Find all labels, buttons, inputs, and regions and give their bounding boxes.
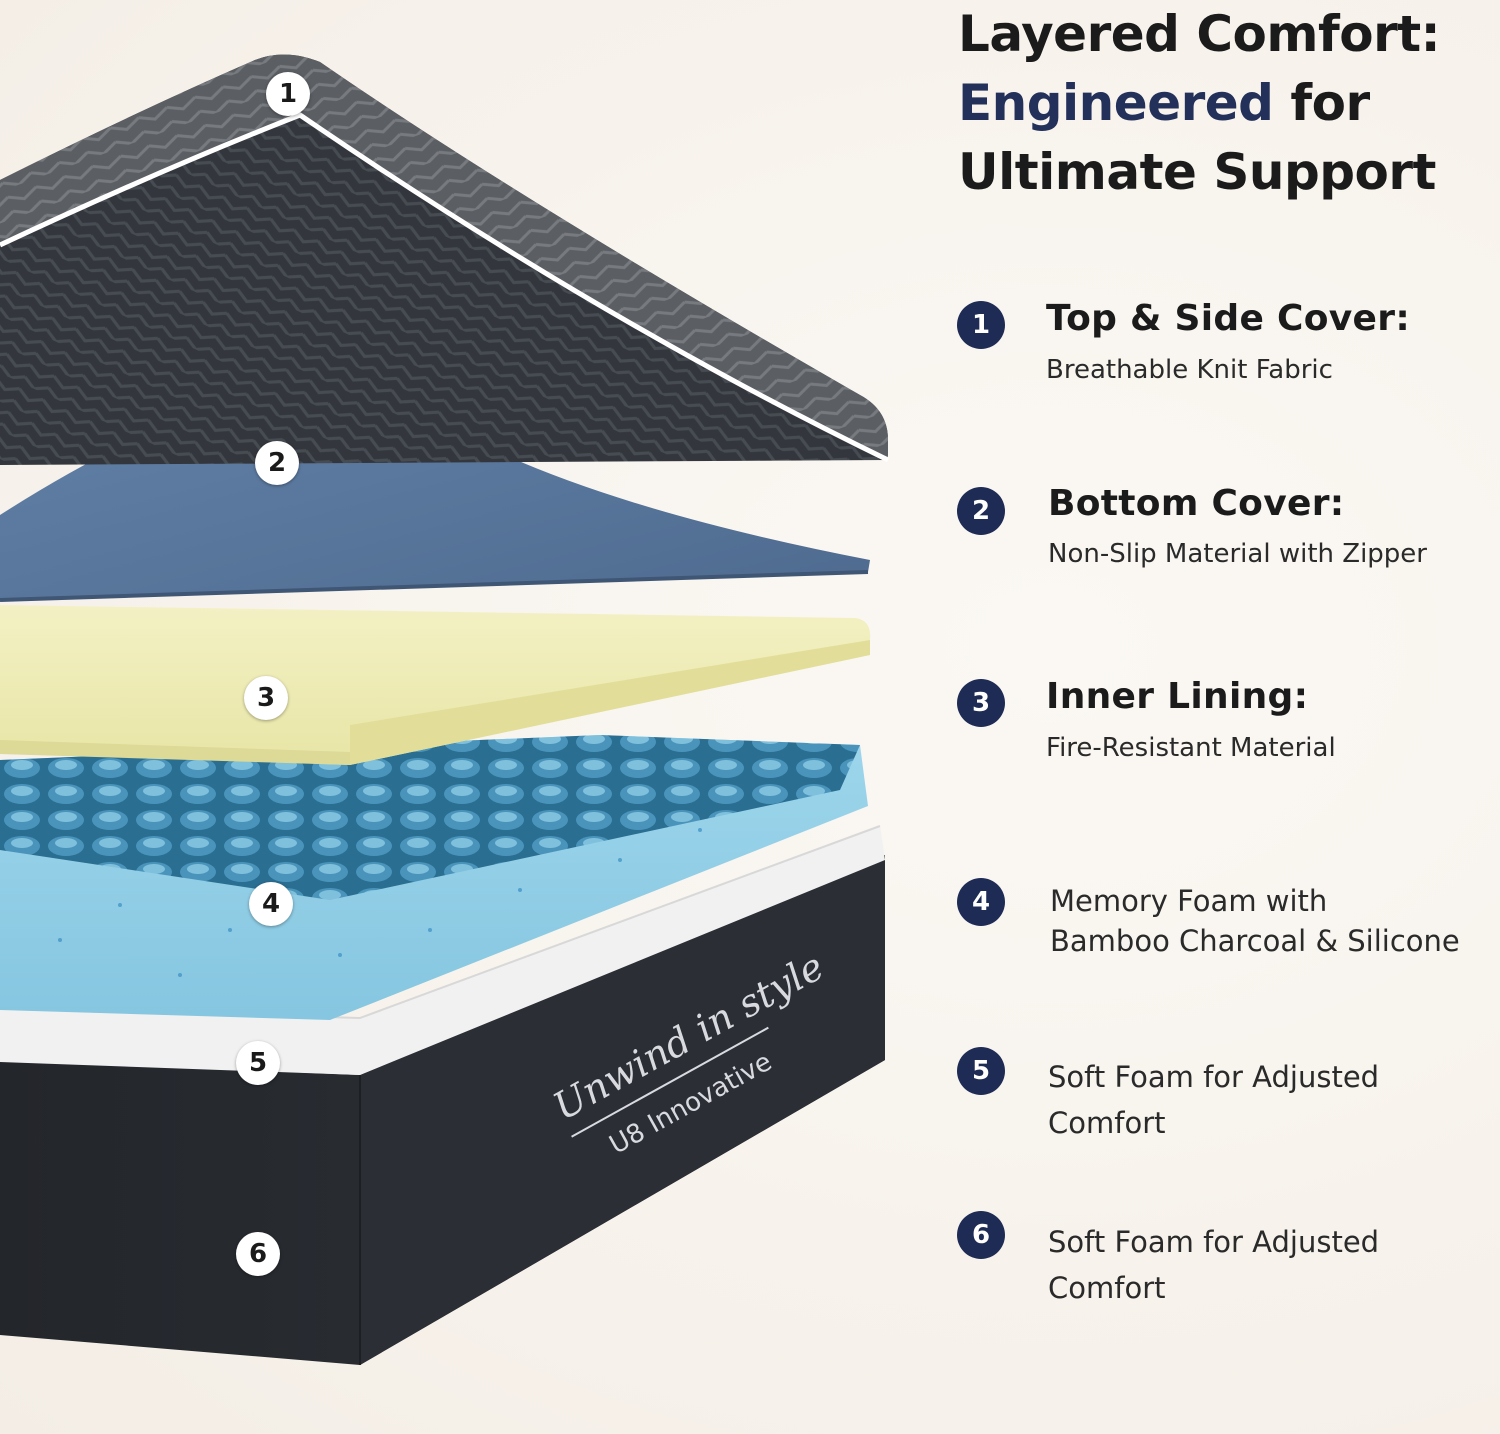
legend-badge-4: 4 [957,878,1005,926]
legend-desc-2: Non-Slip Material with Zipper [1048,539,1427,569]
layer-marker-1: 1 [266,72,310,116]
legend-desc-6a: Soft Foam for Adjusted [1048,1225,1380,1259]
legend-desc-6b: Comfort [1048,1271,1166,1305]
layer-marker-4: 4 [249,882,293,926]
title-line-2: Engineered for [958,69,1478,138]
legend-desc-5a: Soft Foam for Adjusted [1048,1060,1380,1094]
mattress-layers-illustration: Unwind in style U8 Innovative [0,54,890,1365]
legend-badge-5: 5 [957,1047,1005,1095]
layer-top-cover [0,54,890,465]
layer-base [0,855,885,1365]
legend-badge-1: 1 [957,301,1005,349]
title-line-1: Layered Comfort: [958,5,1441,63]
legend-badge-2: 2 [957,487,1005,535]
layer-marker-6: 6 [236,1232,280,1276]
layer-marker-5: 5 [236,1041,280,1085]
legend-title-3: Inner Lining: [1046,676,1309,717]
layer-memory-foam [0,735,868,1020]
legend-badge-6: 6 [957,1211,1005,1259]
legend-desc-3: Fire-Resistant Material [1046,733,1336,763]
legend-title-1: Top & Side Cover: [1046,298,1411,339]
layer-marker-2: 2 [255,441,299,485]
layer-inner-lining [0,605,871,765]
legend-desc-1: Breathable Knit Fabric [1046,355,1333,385]
legend-badge-3: 3 [957,679,1005,727]
legend-desc-4b: Bamboo Charcoal & Silicone [1050,924,1460,958]
legend-desc-4a: Memory Foam with [1050,884,1328,918]
page-title: Layered Comfort: Engineered for Ultimate… [958,0,1478,207]
title-line-2-rest: for [1273,74,1370,132]
layer-marker-3: 3 [244,676,288,720]
legend-title-2: Bottom Cover: [1048,483,1345,524]
title-line-3: Ultimate Support [958,143,1436,201]
title-accent: Engineered [958,74,1274,132]
legend-desc-5b: Comfort [1048,1106,1166,1140]
